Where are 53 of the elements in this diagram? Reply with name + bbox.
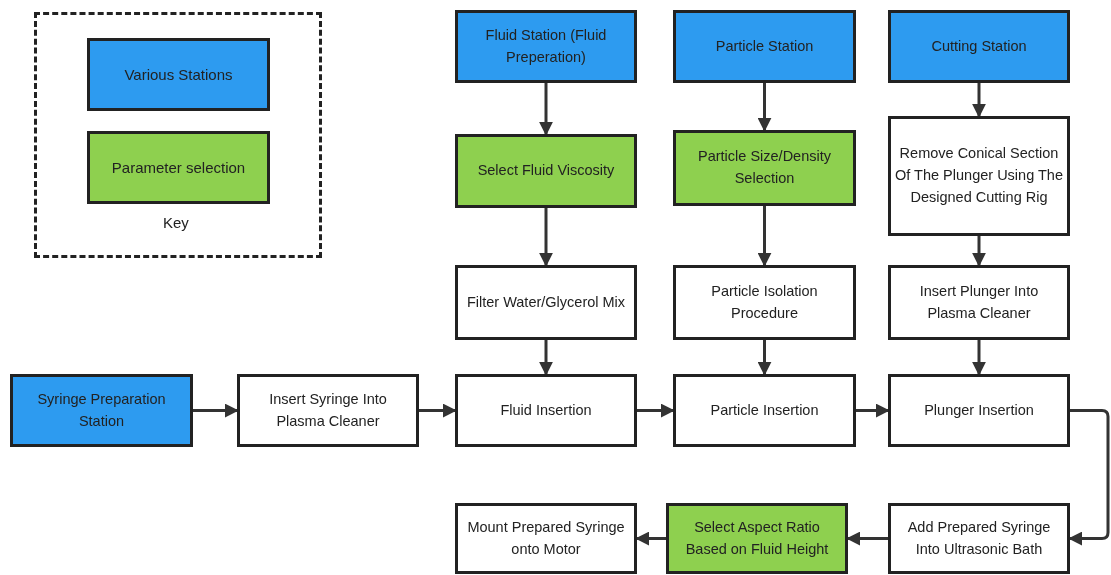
box-text: Cutting Station <box>931 36 1027 56</box>
arrow <box>972 83 986 118</box>
process-box <box>237 374 419 447</box>
arrow <box>757 83 772 132</box>
arrow <box>846 531 888 546</box>
box-text: Particle Isolation Procedure <box>710 281 819 323</box>
box-text: Particle Station <box>715 36 814 56</box>
box-text: Add Prepared Syringe Into Ultrasonic Bath <box>906 517 1052 559</box>
box-text: Filter Water/Glycerol Mix <box>466 292 626 312</box>
process-box <box>455 265 637 340</box>
box-text: Syringe Preparation Station <box>36 389 167 431</box>
box-text: Select Aspect Ratio Based on Fluid Height <box>684 517 830 559</box>
box-text: Remove Conical Section Of The Plunger Using The Designed Cutting Rig <box>895 144 1063 207</box>
station-box <box>888 10 1070 83</box>
box-text: Mount Prepared Syringe onto Motor <box>466 517 626 559</box>
station-box <box>455 10 637 83</box>
arrow <box>856 403 890 418</box>
arrow <box>419 403 457 418</box>
box-text: Insert Plunger Into Plasma Cleaner <box>918 281 1040 323</box>
station-box <box>10 374 193 447</box>
process-box <box>673 374 856 447</box>
arrow <box>637 403 675 418</box>
station-box <box>673 10 856 83</box>
arrow <box>539 340 553 376</box>
arrow <box>635 531 666 546</box>
arrow <box>539 83 553 136</box>
arrow <box>539 208 553 267</box>
box-text: Fluid Station (Fluid Preperation) <box>484 25 608 67</box>
box-text: Fluid Insertion <box>500 400 592 420</box>
process-box <box>888 116 1070 236</box>
process-box <box>888 374 1070 447</box>
arrow <box>757 206 772 267</box>
process-box <box>888 265 1070 340</box>
box-text: Plunger Insertion <box>924 400 1034 420</box>
box-text: Insert Syringe Into Plasma Cleaner <box>268 389 388 431</box>
arrow <box>972 340 986 376</box>
key-caption: Key <box>163 214 189 231</box>
parameter-box <box>666 503 848 574</box>
arrow <box>1068 409 1110 546</box>
box-text: Particle Insertion <box>710 400 819 420</box>
process-box <box>455 503 637 574</box>
box-text: Particle Size/Density Selection <box>697 147 832 188</box>
arrow <box>193 403 239 418</box>
legend-text: Various Stations <box>124 66 233 83</box>
parameter-box <box>455 134 637 208</box>
process-box <box>888 503 1070 574</box>
box-text: Select Fluid Viscosity <box>477 161 615 181</box>
process-box <box>673 265 856 340</box>
arrow <box>757 340 772 376</box>
parameter-box <box>673 130 856 206</box>
arrow <box>972 236 986 267</box>
process-box <box>455 374 637 447</box>
legend-text: Parameter selection <box>111 159 246 176</box>
